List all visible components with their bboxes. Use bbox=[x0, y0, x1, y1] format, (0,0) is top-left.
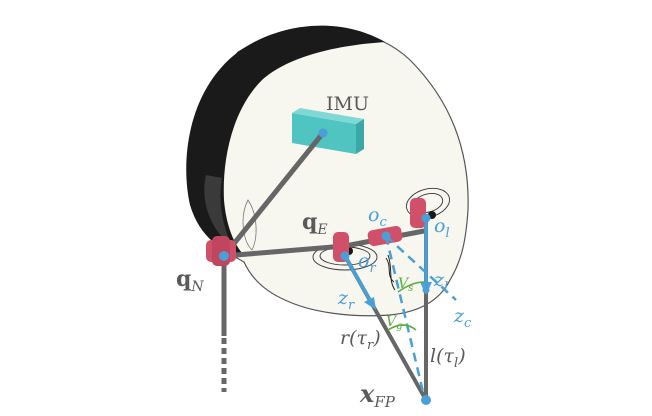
vs-arc bbox=[397, 281, 425, 293]
hair bbox=[186, 25, 385, 256]
label-vg: Vg bbox=[386, 314, 403, 332]
label-ol: ol bbox=[434, 215, 450, 241]
brace bbox=[385, 257, 395, 283]
label-r-tau: r(τr) bbox=[340, 327, 381, 353]
label-qE: qE bbox=[302, 209, 328, 238]
neck-joint bbox=[206, 236, 236, 266]
label-xfp: xFP bbox=[359, 379, 396, 411]
label-vs: Vs bbox=[398, 276, 413, 294]
label-imu: IMU bbox=[326, 93, 369, 115]
left-eye-joint bbox=[410, 198, 426, 228]
label-l-tau: l(τl) bbox=[430, 345, 466, 371]
label-qN: qN bbox=[176, 266, 204, 295]
zc-dashed-line bbox=[385, 235, 457, 301]
label-zr: zr bbox=[337, 287, 355, 313]
label-zc: zc bbox=[453, 305, 472, 331]
label-oc: oc bbox=[368, 204, 387, 230]
nose-line bbox=[387, 254, 396, 291]
label-zl: zl bbox=[433, 269, 448, 295]
joint-points bbox=[219, 128, 431, 405]
zr-arrowhead bbox=[364, 297, 376, 310]
vg-arc bbox=[387, 324, 417, 331]
gaze-arrows bbox=[343, 218, 428, 303]
hair-shade bbox=[204, 175, 232, 246]
cyclopean-dashed-line bbox=[384, 235, 426, 397]
label-or: or bbox=[358, 250, 376, 276]
